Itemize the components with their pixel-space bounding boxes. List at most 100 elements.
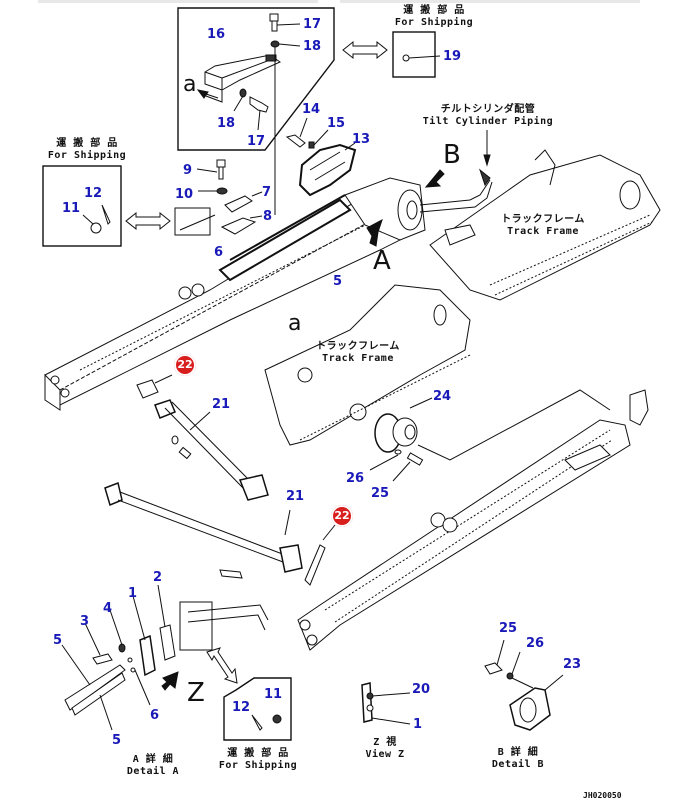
shipping-box-bottom xyxy=(223,677,292,741)
callout-18[interactable]: 18 xyxy=(303,39,322,54)
part-10-washer-icon xyxy=(216,187,228,195)
track-frame-upper-right xyxy=(429,149,661,301)
arrow-a-icon xyxy=(366,218,383,247)
view-letter-a-inset: a xyxy=(183,72,197,97)
track-caption-en: Track Frame xyxy=(322,353,394,364)
part-21-shaft-upper-icon xyxy=(154,399,269,501)
shipping-caption-en: For Shipping xyxy=(394,17,474,28)
callout-25[interactable]: 25 xyxy=(371,486,390,501)
shipping-box-left xyxy=(42,165,122,247)
part-13-cover-icon xyxy=(298,142,357,197)
callout-26[interactable]: 26 xyxy=(346,471,365,486)
part-9-bolt-icon xyxy=(196,159,226,180)
callout-12[interactable]: 12 xyxy=(84,186,103,201)
tilt-caption-en: Tilt Cylinder Piping xyxy=(422,116,554,127)
callout-7[interactable]: 7 xyxy=(262,185,272,200)
detail-b-caption: B 詳 細 Detail B xyxy=(483,747,553,771)
callout-10[interactable]: 10 xyxy=(175,187,194,202)
shipping-caption-bottom: 運 搬 部 品 For Shipping xyxy=(215,748,301,772)
part-11-nut-lower-icon xyxy=(272,714,282,724)
shipping-caption-en: For Shipping xyxy=(47,150,127,161)
callout-15[interactable]: 15 xyxy=(327,116,346,131)
part-22-gasket-upper-icon xyxy=(136,374,173,399)
part-24-housing-icon xyxy=(369,389,611,482)
part-18-washer-lower-icon xyxy=(239,88,247,98)
part-11-nut-icon xyxy=(82,214,102,234)
callout-6-detail-a[interactable]: 6 xyxy=(150,708,160,723)
callout-3[interactable]: 3 xyxy=(80,614,90,629)
part-19-plug-icon xyxy=(402,54,410,62)
track-caption-en: Track Frame xyxy=(507,226,579,237)
shipping-caption-jp: 運 搬 部 品 xyxy=(227,748,289,759)
view-z-plate-icon xyxy=(361,682,411,725)
part-17-bolt-icon xyxy=(269,13,301,32)
callout-1-view-z[interactable]: 1 xyxy=(413,717,423,732)
callout-5-detail-a-upper[interactable]: 5 xyxy=(53,633,63,648)
double-arrow-z-icon xyxy=(206,647,238,684)
callout-22-highlight-upper[interactable]: 22 xyxy=(174,354,196,376)
callout-21-upper[interactable]: 21 xyxy=(212,397,231,412)
view-letter-a: A xyxy=(373,246,391,276)
shipping-caption-left: 運 搬 部 品 For Shipping xyxy=(44,138,130,162)
callout-11[interactable]: 11 xyxy=(62,201,81,216)
callout-23[interactable]: 23 xyxy=(563,657,582,672)
arrow-b-icon xyxy=(424,169,445,188)
drawing-code: JH020050 xyxy=(583,791,622,800)
double-arrow-left-icon xyxy=(125,211,171,231)
callout-17[interactable]: 17 xyxy=(303,17,322,32)
callout-16[interactable]: 16 xyxy=(207,27,226,42)
part-12-pin-lower-icon xyxy=(251,714,263,731)
part-21-shaft-lower-icon xyxy=(104,481,303,579)
double-arrow-top-icon xyxy=(342,40,388,60)
callout-18-lower[interactable]: 18 xyxy=(217,116,236,131)
callout-21-lower[interactable]: 21 xyxy=(286,489,305,504)
callout-26-detail-b[interactable]: 26 xyxy=(526,636,545,651)
top-scroll-edge xyxy=(38,0,318,3)
detail-a-caption-en: Detail A xyxy=(126,766,180,777)
shipping-caption-jp: 運 搬 部 品 xyxy=(403,5,465,16)
callout-13[interactable]: 13 xyxy=(352,132,371,147)
part-16-bracket-icon xyxy=(204,54,282,91)
view-z-caption-jp: Z 視 xyxy=(373,737,397,748)
part-8-gasket-icon xyxy=(220,215,263,235)
inset-box-top xyxy=(177,7,335,151)
callout-11-lower[interactable]: 11 xyxy=(264,687,283,702)
part-17-bolt-lower-icon xyxy=(249,96,269,131)
callout-5[interactable]: 5 xyxy=(333,274,343,289)
track-frame-middle xyxy=(264,284,471,446)
part-22-gasket-lower-icon xyxy=(304,524,336,586)
tilt-cylinder-caption: チルトシリンダ配管 Tilt Cylinder Piping xyxy=(418,104,558,128)
callout-4[interactable]: 4 xyxy=(103,601,113,616)
top-scroll-edge-right xyxy=(340,0,640,3)
callout-2[interactable]: 2 xyxy=(153,570,163,585)
detail-a-caption-jp: A 詳 細 xyxy=(132,754,174,765)
callout-5-detail-a-lower[interactable]: 5 xyxy=(112,733,122,748)
callout-12-lower[interactable]: 12 xyxy=(232,700,251,715)
detail-b-caption-jp: B 詳 細 xyxy=(497,747,539,758)
track-frame-caption-right: トラックフレーム Track Frame xyxy=(498,214,588,238)
view-z-caption-en: View Z xyxy=(365,749,405,760)
callout-14[interactable]: 14 xyxy=(302,102,321,117)
callout-22-label: 22 xyxy=(334,509,350,522)
callout-9[interactable]: 9 xyxy=(183,163,193,178)
callout-25-detail-b[interactable]: 25 xyxy=(499,621,518,636)
callout-6[interactable]: 6 xyxy=(214,245,224,260)
callout-20[interactable]: 20 xyxy=(412,682,431,697)
part-15-nut-icon xyxy=(308,129,329,149)
inset-box-z xyxy=(179,601,213,651)
callout-24[interactable]: 24 xyxy=(433,389,452,404)
part-7-plate-icon xyxy=(224,191,263,213)
track-frame-caption-middle: トラックフレーム Track Frame xyxy=(313,341,403,365)
detail-a-group xyxy=(61,584,269,731)
shipping-caption-top-right: 運 搬 部 品 For Shipping xyxy=(391,5,477,29)
callout-19[interactable]: 19 xyxy=(443,49,462,64)
callout-17-lower[interactable]: 17 xyxy=(247,134,266,149)
callout-8[interactable]: 8 xyxy=(263,209,273,224)
callout-1[interactable]: 1 xyxy=(128,586,138,601)
detail-b-caption-en: Detail B xyxy=(491,759,545,770)
cylinder-assembly xyxy=(344,168,493,241)
inset-box-small xyxy=(174,207,211,236)
callout-22-highlight-lower[interactable]: 22 xyxy=(331,505,353,527)
shipping-caption-jp: 運 搬 部 品 xyxy=(56,138,118,149)
